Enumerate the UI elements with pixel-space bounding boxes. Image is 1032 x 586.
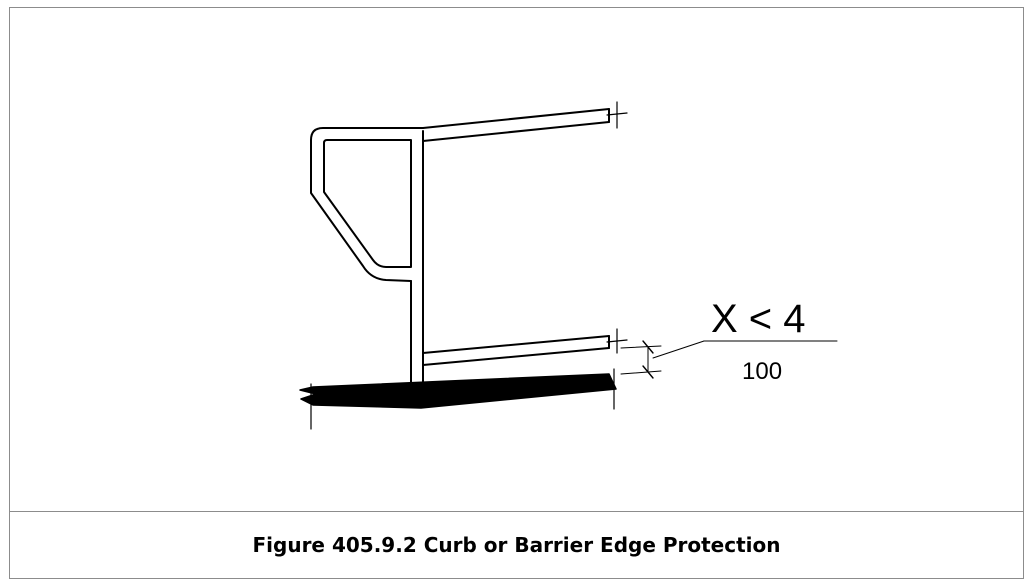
dimension-imperial-label: X < 4 xyxy=(711,297,806,341)
handrail-inner xyxy=(323,139,412,268)
top-rail-break-tick xyxy=(606,112,628,116)
dimension-extension-lower xyxy=(620,370,662,375)
barrier-edge-diagram: X < 4 100 xyxy=(299,101,838,430)
curb-lower xyxy=(422,347,610,366)
dimension-extension-upper xyxy=(620,345,662,349)
curb-break-tick xyxy=(606,339,628,343)
figure-caption: Figure 405.9.2 Curb or Barrier Edge Prot… xyxy=(252,533,781,557)
dimension-leader xyxy=(652,340,705,359)
curb-upper xyxy=(422,335,610,354)
ground-slab xyxy=(299,373,617,409)
figure-frame: X < 4 100 Figure 405.9.2 Curb or Barrier… xyxy=(9,7,1024,579)
dimension-metric-label: 100 xyxy=(742,358,782,385)
caption-divider xyxy=(10,511,1023,512)
handrail-outer xyxy=(310,127,424,282)
top-rail-upper xyxy=(422,108,610,129)
top-rail-lower xyxy=(422,121,610,142)
